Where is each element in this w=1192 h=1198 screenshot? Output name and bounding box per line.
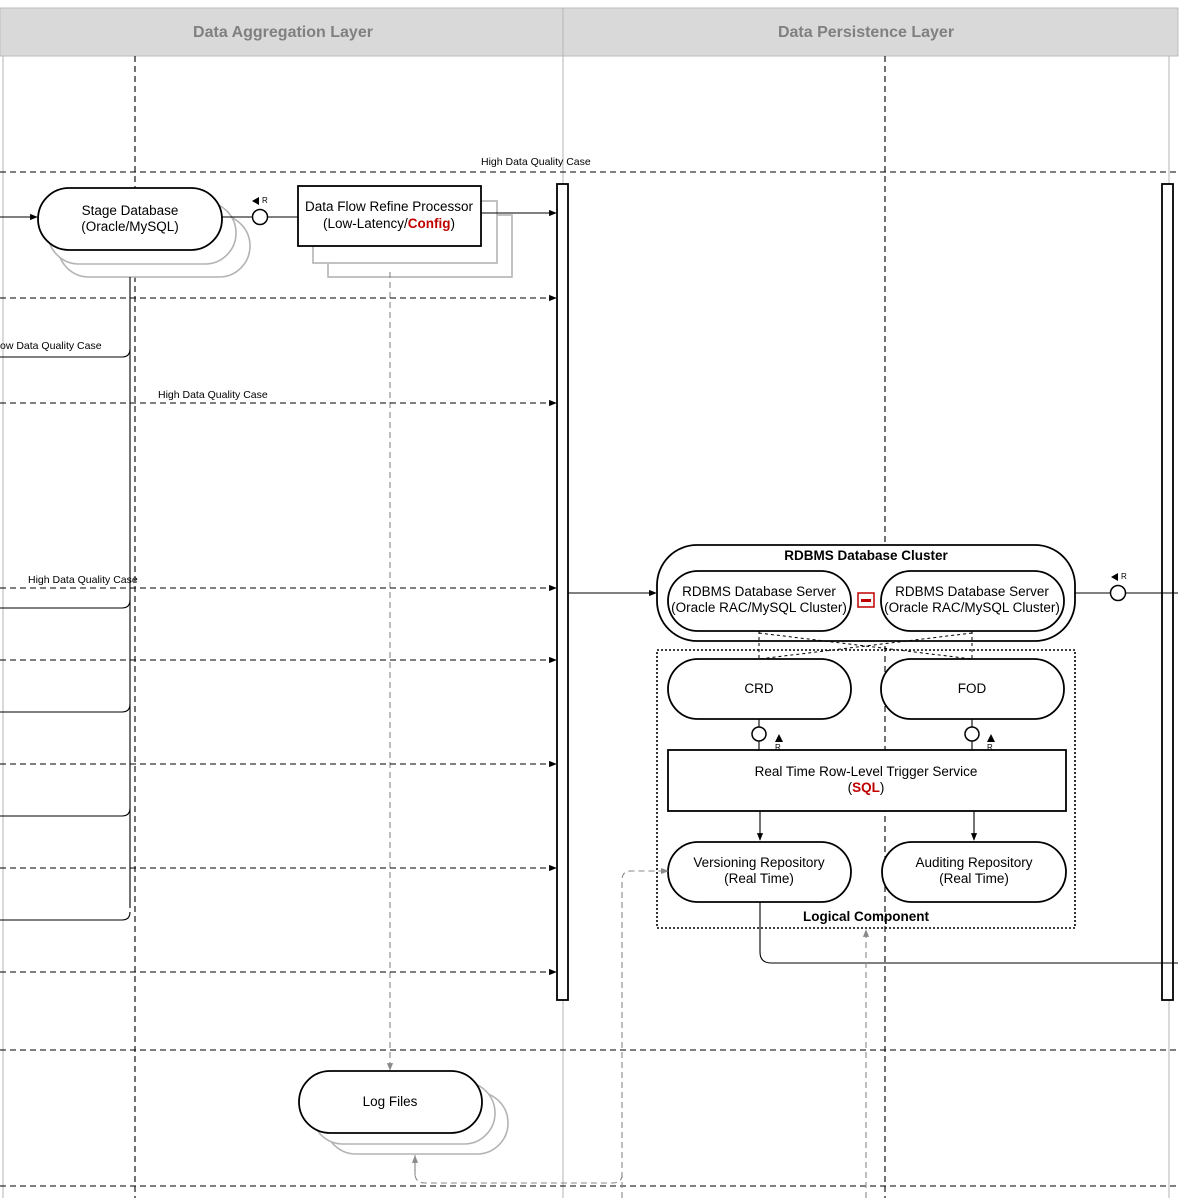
required-label: R — [775, 743, 781, 752]
stage-database-subtitle: (Oracle/MySQL) — [81, 219, 179, 234]
stage-branch-lines — [0, 277, 131, 921]
required-arrow-icon — [1111, 573, 1118, 581]
stage-database-node[interactable]: Stage Database (Oracle/MySQL) — [37, 187, 251, 278]
server-b-subtitle: (Oracle RAC/MySQL Cluster) — [884, 600, 1060, 615]
trigger-service-title: Real Time Row-Level Trigger Service — [755, 764, 978, 779]
auditing-title: Auditing Repository — [915, 855, 1032, 870]
bus-bar-right — [1161, 183, 1174, 1001]
refine-processor-subtitle: (Low-Latency/Config) — [323, 216, 455, 231]
refine-processor-title: Data Flow Refine Processor — [305, 199, 474, 214]
trigger-service-subtitle: (SQL) — [848, 780, 885, 795]
crd-node[interactable]: CRD — [667, 658, 852, 720]
required-label: R — [987, 743, 993, 752]
server-b-title: RDBMS Database Server — [895, 584, 1049, 599]
rdbms-cluster-title: RDBMS Database Cluster — [784, 548, 948, 563]
required-label: R — [1121, 572, 1127, 581]
server-cross-links — [758, 631, 973, 660]
server-a-title: RDBMS Database Server — [682, 584, 836, 599]
interface-cluster-bus: R — [1075, 572, 1178, 602]
refine-processor-node[interactable]: Data Flow Refine Processor (Low-Latency/… — [297, 185, 513, 278]
server-a-subtitle: (Oracle RAC/MySQL Cluster) — [671, 600, 847, 615]
logical-component-label: Logical Component — [803, 909, 930, 924]
versioning-repository-node[interactable]: Versioning Repository (Real Time) — [667, 841, 852, 903]
swimlane-header: Data Aggregation Layer Data Persistence … — [0, 7, 1179, 57]
log-feedback-lines — [414, 867, 870, 1198]
lane-title-persistence: Data Persistence Layer — [778, 24, 954, 41]
crd-label: CRD — [744, 681, 773, 696]
interface-crd-trigger: R — [751, 719, 783, 752]
versioning-subtitle: (Real Time) — [724, 871, 794, 886]
replication-icon — [857, 592, 875, 608]
label-low-quality: ow Data Quality Case — [0, 340, 102, 352]
log-files-node[interactable]: Log Files — [298, 1070, 509, 1155]
bus-bar-left — [556, 183, 569, 1001]
trigger-service-node[interactable]: Real Time Row-Level Trigger Service (SQL… — [667, 749, 1067, 812]
required-arrow-icon — [775, 734, 783, 742]
label-high-quality-low: High Data Quality Case — [28, 574, 138, 586]
required-arrow-icon — [252, 197, 259, 205]
versioning-title: Versioning Repository — [693, 855, 825, 870]
label-high-quality-mid: High Data Quality Case — [158, 389, 268, 401]
log-files-label: Log Files — [363, 1094, 418, 1109]
auditing-subtitle: (Real Time) — [939, 871, 1009, 886]
auditing-repository-node[interactable]: Auditing Repository (Real Time) — [881, 841, 1067, 903]
interface-stage-refine: R — [222, 196, 298, 226]
rdbms-server-b[interactable]: RDBMS Database Server (Oracle RAC/MySQL … — [880, 570, 1065, 632]
rdbms-server-a[interactable]: RDBMS Database Server (Oracle RAC/MySQL … — [667, 570, 852, 632]
lane-title-aggregation: Data Aggregation Layer — [193, 24, 373, 41]
required-label: R — [262, 196, 268, 205]
fod-node[interactable]: FOD — [880, 658, 1065, 720]
required-arrow-icon — [987, 734, 995, 742]
dashed-flows — [0, 294, 557, 976]
logical-component-box — [656, 649, 1076, 929]
fod-label: FOD — [958, 681, 987, 696]
label-high-quality-top: High Data Quality Case — [481, 156, 591, 168]
stage-database-title: Stage Database — [82, 203, 179, 218]
interface-fod-trigger: R — [964, 719, 995, 752]
